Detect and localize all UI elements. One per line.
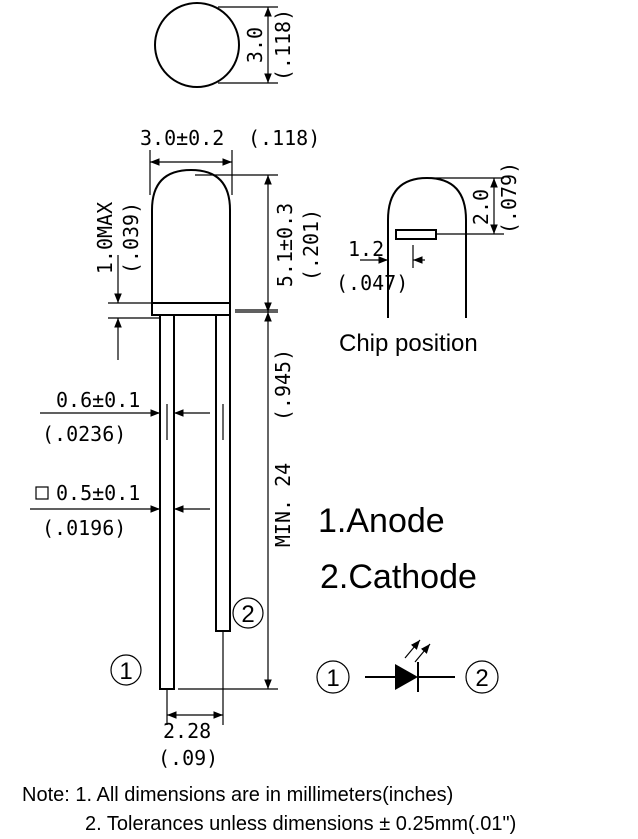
chip-outline bbox=[387, 176, 467, 318]
lead-width-mm: 0.6±0.1 bbox=[56, 388, 140, 412]
lead-square-in: (.0196) bbox=[42, 516, 126, 540]
top-view-circle bbox=[154, 2, 240, 88]
chip-offset-mm: 1.2 bbox=[348, 237, 384, 261]
flange-max-mm: 1.0MAX bbox=[93, 202, 117, 274]
lead-1 bbox=[159, 314, 175, 690]
schematic-pin-1-marker bbox=[316, 660, 350, 694]
lead-square-mm: 0.5±0.1 bbox=[56, 481, 140, 505]
pin-2-label: 2 bbox=[241, 601, 254, 628]
led-body bbox=[151, 168, 231, 308]
top-view: 3.0 (.118) bbox=[154, 2, 295, 88]
cathode-label: 2.Cathode bbox=[320, 558, 477, 596]
top-dia-mm: 3.0 bbox=[243, 27, 267, 63]
note-line-2: 2. Tolerances unless dimensions ± 0.25mm… bbox=[85, 813, 516, 835]
chip-position-title: Chip position bbox=[339, 330, 478, 357]
chip-offset-in: (.047) bbox=[336, 271, 408, 295]
pin-1-marker bbox=[110, 654, 142, 686]
chip-die bbox=[395, 229, 437, 240]
note-line-1: Note: 1. All dimensions are in millimete… bbox=[22, 784, 453, 806]
led-schematic-symbol: 1 2 bbox=[316, 639, 499, 694]
flange-max-in: (.039) bbox=[119, 202, 143, 274]
anode-label: 1.Anode bbox=[318, 502, 445, 540]
lead-width-in: (.0236) bbox=[42, 422, 126, 446]
diode-triangle-icon bbox=[395, 664, 418, 690]
lead-length-mm: MIN. 24 bbox=[271, 463, 295, 547]
body-width-mm: 3.0±0.2 bbox=[140, 126, 224, 150]
chip-height-mm: 2.0 bbox=[469, 189, 493, 225]
chip-position-view: 2.0 (.079) 1.2 (.047) Chip position bbox=[336, 162, 521, 357]
body-height-in: (.201) bbox=[299, 209, 323, 281]
schematic-pin-1-label: 1 bbox=[326, 665, 339, 692]
lead-2 bbox=[215, 314, 231, 632]
pin-2-marker bbox=[232, 597, 264, 629]
chip-height-in: (.079) bbox=[497, 162, 521, 234]
lead-length-in: (.945) bbox=[271, 349, 295, 421]
pitch-in: (.09) bbox=[158, 746, 218, 770]
schematic-pin-2-marker bbox=[465, 660, 499, 694]
schematic-pin-2-label: 2 bbox=[475, 665, 488, 692]
pitch-mm: 2.28 bbox=[163, 719, 211, 743]
body-height-mm: 5.1±0.3 bbox=[273, 203, 297, 287]
side-view: 3.0±0.2 (.118) 5.1±0.3 (.201) 1.0MAX (.0… bbox=[30, 126, 323, 770]
square-symbol-icon bbox=[35, 486, 49, 500]
body-width-in: (.118) bbox=[248, 126, 320, 150]
top-dia-in: (.118) bbox=[271, 9, 295, 81]
led-flange bbox=[151, 302, 231, 316]
pin-1-label: 1 bbox=[119, 658, 132, 685]
